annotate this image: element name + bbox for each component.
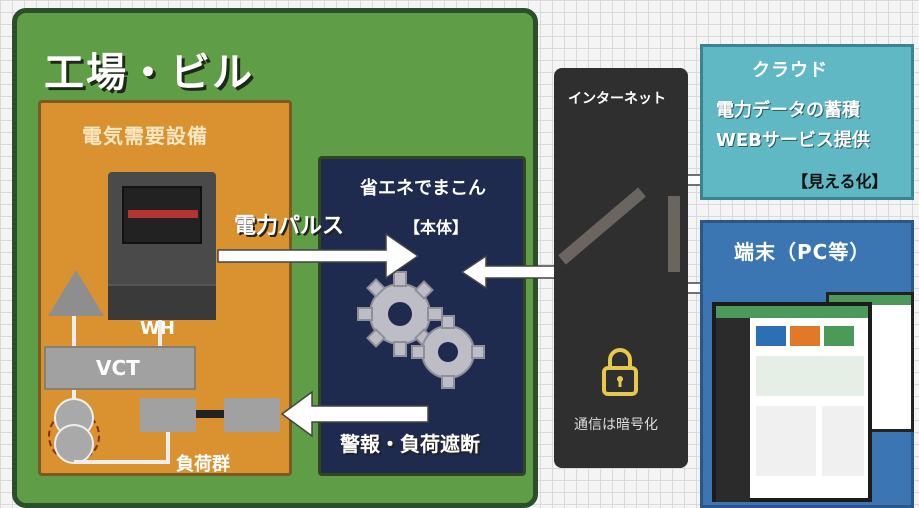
gears-icon	[357, 271, 485, 389]
alarm-label: 警報・負荷遮断	[340, 432, 480, 456]
transformer-coil-icon	[54, 424, 94, 464]
wire	[166, 432, 170, 462]
vct-label: VCT	[96, 356, 140, 380]
cloud-box	[700, 44, 914, 200]
screen-icon	[712, 302, 872, 502]
transformer-triangle-icon	[48, 270, 104, 316]
lock-icon	[602, 348, 638, 396]
wire	[74, 460, 170, 464]
load-box	[140, 398, 196, 432]
internet-title: インターネット	[568, 91, 666, 107]
wire	[72, 316, 76, 346]
factory-title: 工場・ビル	[44, 50, 254, 96]
encrypted-label: 通信は暗号化	[574, 417, 658, 433]
load-connector	[196, 410, 224, 418]
cloud-line-storage: 電力データの蓄積	[716, 100, 860, 121]
network-line	[558, 187, 680, 272]
pulse-label: 電力パルス	[234, 214, 345, 239]
cloud-line-web: WEBサービス提供	[716, 130, 870, 151]
wire	[72, 390, 76, 400]
internet-box	[554, 68, 688, 468]
terminal-title: 端末（PC等）	[734, 240, 871, 264]
vct-box	[44, 346, 196, 390]
cloud-visualize-label: 【見える化】	[792, 172, 888, 191]
main-device-title: 省エネでまこん	[360, 178, 486, 199]
main-device-subtitle: 【本体】	[404, 218, 469, 237]
load-label: 負荷群	[176, 454, 230, 475]
meter-label: WH	[140, 318, 175, 339]
load-box	[224, 398, 280, 432]
cloud-title: クラウド	[752, 60, 828, 81]
demand-title: 電気需要設備	[82, 124, 208, 148]
meter-base	[108, 284, 216, 320]
wire	[158, 320, 162, 346]
meter-stripe	[128, 210, 198, 218]
